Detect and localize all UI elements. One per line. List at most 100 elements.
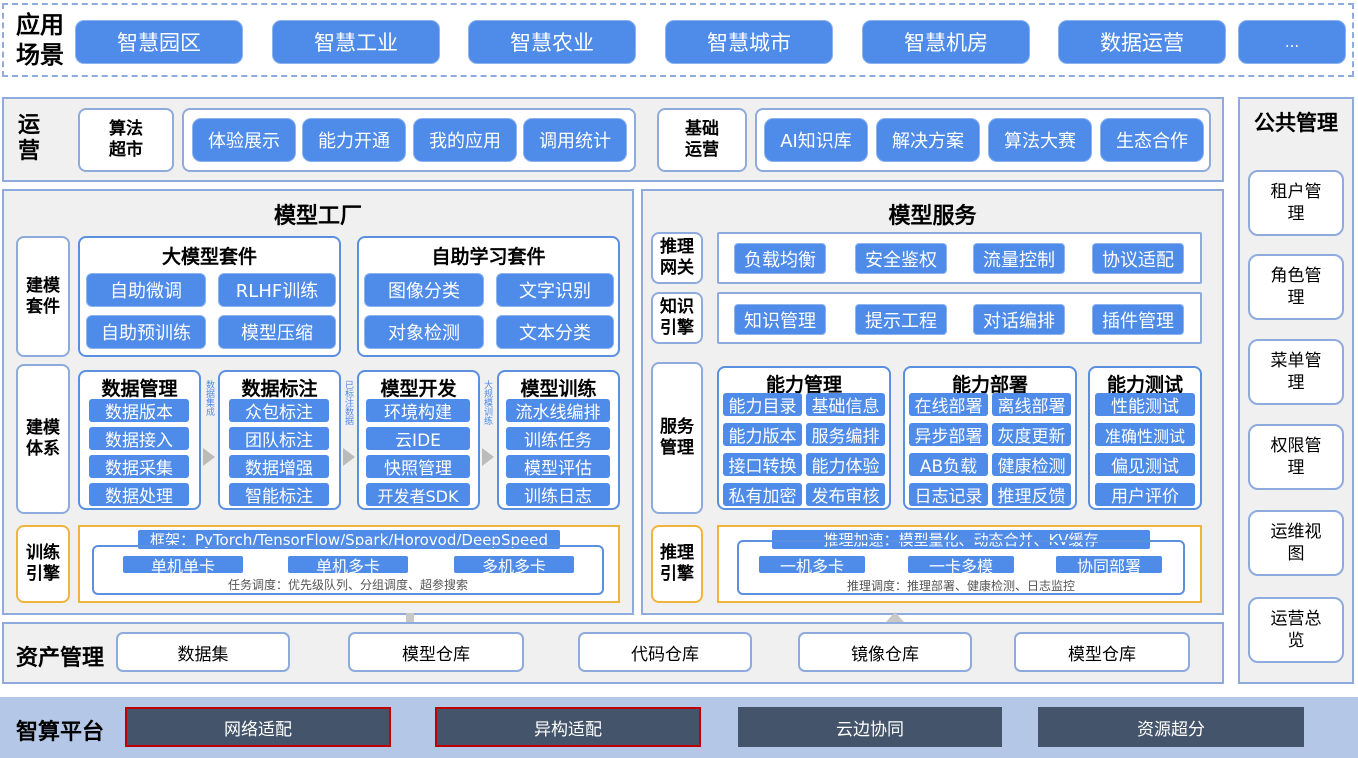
dm-item-access[interactable]: 数据接入 <box>89 427 189 451</box>
cd-item-feedback[interactable]: 推理反馈 <box>992 483 1071 507</box>
mt-item-pipeline[interactable]: 流水线编排 <box>506 399 610 423</box>
knowledge-item-manage[interactable]: 知识管理 <box>734 304 826 335</box>
ct-item-bias[interactable]: 偏见测试 <box>1095 453 1195 477</box>
cm-item-orchestrate[interactable]: 服务编排 <box>806 423 885 447</box>
training-engine-inner <box>92 545 604 595</box>
cd-item-health[interactable]: 健康检测 <box>992 453 1071 477</box>
md-item-ide[interactable]: 云IDE <box>366 427 470 451</box>
knowledge-item-plugin[interactable]: 插件管理 <box>1092 304 1184 335</box>
suite-item-detection[interactable]: 对象检测 <box>364 315 484 349</box>
scene-item-city[interactable]: 智慧城市 <box>665 20 833 64</box>
mt-item-eval[interactable]: 模型评估 <box>506 455 610 479</box>
cm-item-info[interactable]: 基础信息 <box>806 393 885 417</box>
scene-item-datacenter[interactable]: 智慧机房 <box>862 20 1030 64</box>
algo-item-activation[interactable]: 能力开通 <box>302 118 406 162</box>
compute-item-cloud-edge[interactable]: 云边协同 <box>738 707 1002 747</box>
gateway-item-auth[interactable]: 安全鉴权 <box>855 243 947 274</box>
infer-item-multi-model[interactable]: 一卡多模 <box>908 556 1014 576</box>
gateway-item-traffic[interactable]: 流量控制 <box>973 243 1065 274</box>
cd-item-ab[interactable]: AB负载 <box>909 453 988 477</box>
scene-item-data-ops[interactable]: 数据运营 <box>1058 20 1226 64</box>
scene-row <box>2 3 1354 77</box>
public-item-menu[interactable]: 菜单管理 <box>1248 339 1344 405</box>
cm-item-version[interactable]: 能力版本 <box>723 423 802 447</box>
suite-item-ocr[interactable]: 文字识别 <box>496 273 614 307</box>
dm-item-version[interactable]: 数据版本 <box>89 399 189 423</box>
infer-item-multi-gpu[interactable]: 一机多卡 <box>759 556 865 576</box>
gateway-item-balance[interactable]: 负载均衡 <box>734 243 826 274</box>
dl-item-smart[interactable]: 智能标注 <box>229 483 329 507</box>
public-item-ops-view[interactable]: 运维视图 <box>1248 510 1344 576</box>
asset-dataset[interactable]: 数据集 <box>116 632 290 672</box>
cd-item-async[interactable]: 异步部署 <box>909 423 988 447</box>
suite-item-pretrain[interactable]: 自助预训练 <box>86 315 206 349</box>
cm-item-convert[interactable]: 接口转换 <box>723 453 802 477</box>
mt-item-log[interactable]: 训练日志 <box>506 483 610 507</box>
base-item-ecosystem[interactable]: 生态合作 <box>1100 118 1204 162</box>
asset-code-repo[interactable]: 代码仓库 <box>578 632 752 672</box>
base-item-knowledge[interactable]: AI知识库 <box>764 118 868 162</box>
compute-item-overcommit[interactable]: 资源超分 <box>1038 707 1304 747</box>
ops-title: 运营 <box>18 113 41 164</box>
dl-item-crowd[interactable]: 众包标注 <box>229 399 329 423</box>
compute-item-network[interactable]: 网络适配 <box>125 707 391 747</box>
dm-item-collect[interactable]: 数据采集 <box>89 455 189 479</box>
model-service-title: 模型服务 <box>888 204 977 229</box>
infer-item-collab[interactable]: 协同部署 <box>1056 556 1162 576</box>
ct-item-perf[interactable]: 性能测试 <box>1095 393 1195 417</box>
ct-item-accuracy[interactable]: 准确性测试 <box>1095 423 1195 446</box>
train-item-single-single[interactable]: 单机单卡 <box>123 556 243 576</box>
model-dev-title: 模型开发 <box>380 378 457 400</box>
train-schedule-note: 任务调度：优先级队列、分组调度、超参搜索 <box>227 578 468 592</box>
public-item-ops-overview[interactable]: 运营总览 <box>1248 597 1344 663</box>
scene-item-more[interactable]: ... <box>1238 20 1346 64</box>
cd-item-offline[interactable]: 离线部署 <box>992 393 1071 417</box>
asset-model-repo-2[interactable]: 模型仓库 <box>1014 632 1190 672</box>
md-item-snapshot[interactable]: 快照管理 <box>366 455 470 479</box>
algo-item-showcase[interactable]: 体验展示 <box>192 118 296 162</box>
knowledge-item-dialog[interactable]: 对话编排 <box>973 304 1065 335</box>
public-item-tenant[interactable]: 租户管理 <box>1248 170 1344 236</box>
capability-mgmt-title: 能力管理 <box>765 374 842 396</box>
algo-item-my-apps[interactable]: 我的应用 <box>413 118 517 162</box>
base-item-contest[interactable]: 算法大赛 <box>988 118 1092 162</box>
dl-item-team[interactable]: 团队标注 <box>229 427 329 451</box>
data-labeling-title: 数据标注 <box>241 378 318 400</box>
cm-item-encrypt[interactable]: 私有加密 <box>723 483 802 507</box>
scene-item-agriculture[interactable]: 智慧农业 <box>468 20 636 64</box>
flow-note-large-train: 大规模训练 <box>482 380 492 425</box>
knowledge-engine-label: 知识引擎 <box>651 292 703 344</box>
suite-item-text-class[interactable]: 文本分类 <box>496 315 614 349</box>
public-item-role[interactable]: 角色管理 <box>1248 254 1344 320</box>
public-mgmt-title: 公共管理 <box>1254 111 1338 135</box>
suite-item-rlhf[interactable]: RLHF训练 <box>218 273 336 307</box>
md-item-sdk[interactable]: 开发者SDK <box>366 483 470 506</box>
mt-item-task[interactable]: 训练任务 <box>506 427 610 451</box>
md-item-env[interactable]: 环境构建 <box>366 399 470 423</box>
scene-title: 应用场景 <box>16 11 64 69</box>
cm-item-experience[interactable]: 能力体验 <box>806 453 885 477</box>
knowledge-item-prompt[interactable]: 提示工程 <box>855 304 947 335</box>
base-item-solutions[interactable]: 解决方案 <box>876 118 980 162</box>
train-item-single-multi[interactable]: 单机多卡 <box>288 556 408 576</box>
cm-item-catalog[interactable]: 能力目录 <box>723 393 802 417</box>
algo-item-statistics[interactable]: 调用统计 <box>523 118 627 162</box>
scene-item-industry[interactable]: 智慧工业 <box>272 20 440 64</box>
gateway-item-protocol[interactable]: 协议适配 <box>1092 243 1184 274</box>
dl-item-augment[interactable]: 数据增强 <box>229 455 329 479</box>
asset-model-repo[interactable]: 模型仓库 <box>348 632 524 672</box>
ct-item-rating[interactable]: 用户评价 <box>1095 483 1195 507</box>
public-item-permission[interactable]: 权限管理 <box>1248 424 1344 490</box>
compute-item-hetero[interactable]: 异构适配 <box>435 707 701 747</box>
scene-item-park[interactable]: 智慧园区 <box>75 20 243 64</box>
suite-item-finetune[interactable]: 自助微调 <box>86 273 206 307</box>
suite-item-image-class[interactable]: 图像分类 <box>364 273 484 307</box>
suite-item-compress[interactable]: 模型压缩 <box>218 315 336 349</box>
cd-item-canary[interactable]: 灰度更新 <box>992 423 1071 447</box>
cm-item-review[interactable]: 发布审核 <box>806 483 885 507</box>
train-item-multi-multi[interactable]: 多机多卡 <box>454 556 574 576</box>
asset-image-repo[interactable]: 镜像仓库 <box>798 632 972 672</box>
cd-item-online[interactable]: 在线部署 <box>909 393 988 417</box>
cd-item-log[interactable]: 日志记录 <box>909 483 988 507</box>
dm-item-process[interactable]: 数据处理 <box>89 483 189 507</box>
